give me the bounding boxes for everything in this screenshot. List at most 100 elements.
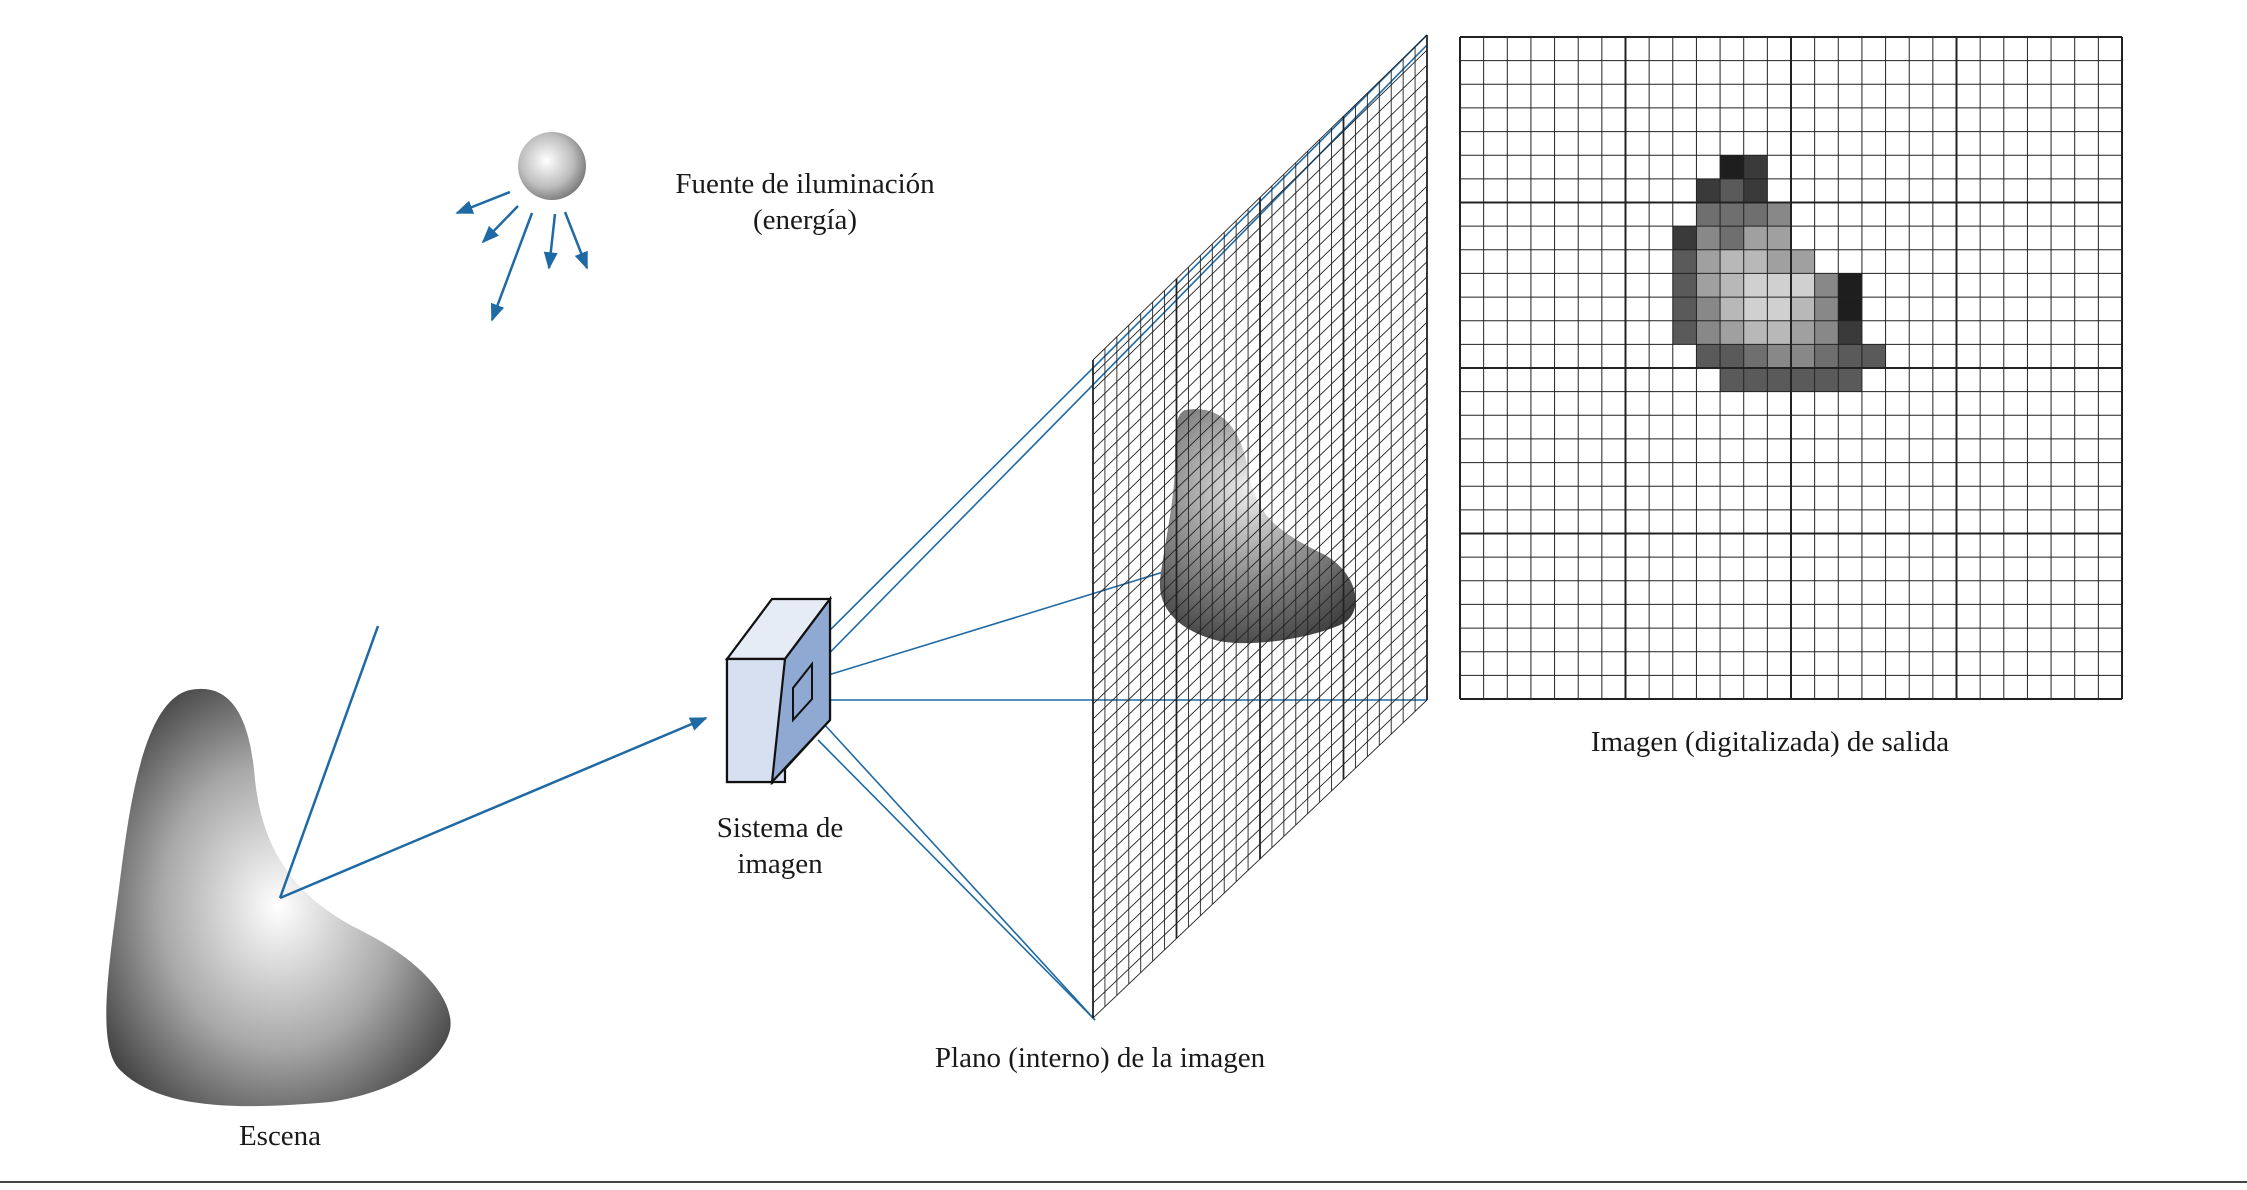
output-pixel <box>1743 320 1768 345</box>
output-pixel <box>1767 368 1791 392</box>
output-pixel <box>1791 249 1815 274</box>
output-pixel <box>1767 297 1791 321</box>
plane-grid-line <box>1092 34 1428 361</box>
plane-grid-line <box>1092 593 1428 914</box>
scene-object <box>106 625 708 1107</box>
output-pixel <box>1743 368 1768 392</box>
output-pixel <box>1720 273 1744 298</box>
light-rays <box>455 190 589 322</box>
image-plane-label: Plano (interno) de la imagen <box>934 1042 1266 1074</box>
light-source <box>455 132 589 322</box>
plane-grid-line <box>1092 110 1428 436</box>
plane-grid-line <box>1092 412 1428 735</box>
output-pixel <box>1814 297 1839 321</box>
output-pixel <box>1791 273 1815 298</box>
plane-grid-line <box>1092 669 1428 989</box>
output-pixel <box>1696 202 1721 227</box>
plane-grid-line <box>1092 276 1428 600</box>
output-pixel <box>1696 297 1721 321</box>
imaging-system-label: Sistema de imagen <box>716 812 844 880</box>
output-pixel <box>1767 320 1791 345</box>
plane-grid-line <box>1092 49 1428 376</box>
output-pixel <box>1743 297 1768 321</box>
output-pixel <box>1743 202 1768 227</box>
output-pixel <box>1696 249 1721 274</box>
output-pixel <box>1814 320 1839 345</box>
plane-grid-line <box>1092 291 1428 615</box>
reflected-ray <box>279 716 708 900</box>
light-source-label: Fuente de iluminación (energía) <box>675 168 935 236</box>
plane-grid-line <box>1092 578 1428 899</box>
output-pixel <box>1720 249 1744 274</box>
output-pixel <box>1791 368 1815 392</box>
output-pixel <box>1838 344 1862 368</box>
output-pixel <box>1720 202 1744 227</box>
plane-grid-line <box>1092 382 1428 705</box>
output-pixel <box>1672 249 1697 274</box>
plane-grid-line <box>1092 427 1428 750</box>
output-pixel <box>1838 297 1862 321</box>
plane-grid-line <box>1092 503 1428 824</box>
output-pixel <box>1743 155 1768 179</box>
output-pixel <box>1720 297 1744 321</box>
output-pixel <box>1767 344 1791 368</box>
output-pixel <box>1696 273 1721 298</box>
plane-grid-line <box>1092 261 1428 585</box>
output-pixel <box>1743 249 1768 274</box>
image-plane-grid <box>1092 34 1428 1019</box>
scene-label: Escena <box>238 1120 322 1152</box>
plane-grid-line <box>1092 95 1428 421</box>
output-pixel <box>1861 344 1886 368</box>
output-pixel <box>1672 297 1697 321</box>
output-pixel <box>1720 178 1744 203</box>
output-pixel <box>1720 344 1744 368</box>
plane-grid-line <box>1092 472 1428 795</box>
plane-grid-line <box>1092 125 1428 451</box>
output-pixel <box>1838 368 1862 392</box>
plane-grid-line <box>1092 397 1428 720</box>
output-pixel <box>1720 155 1744 179</box>
plane-grid-line <box>1092 216 1428 540</box>
plane-grid-line <box>1092 518 1428 839</box>
output-pixel <box>1791 344 1815 368</box>
output-pixel <box>1814 368 1839 392</box>
plane-grid-line <box>1092 80 1428 406</box>
output-pixel <box>1696 320 1721 345</box>
plane-grid-line <box>1092 306 1428 630</box>
output-pixel <box>1791 320 1815 345</box>
output-pixel <box>1696 178 1721 203</box>
output-pixel <box>1720 368 1744 392</box>
output-pixel <box>1767 226 1791 250</box>
plane-grid-line <box>1092 185 1428 510</box>
plane-grid-line <box>1092 367 1428 690</box>
output-pixel <box>1672 226 1697 250</box>
output-pixel <box>1696 344 1721 368</box>
plane-grid-line <box>1092 533 1428 854</box>
plane-grid-line <box>1092 699 1428 1019</box>
output-digital-image <box>1459 36 2123 700</box>
plane-grid-line <box>1092 563 1428 884</box>
image-plane <box>1092 34 1428 1019</box>
output-pixel <box>1720 226 1744 250</box>
plane-grid-line <box>1092 624 1428 944</box>
plane-grid-line <box>1092 200 1428 525</box>
imaging-system-icon <box>724 595 833 786</box>
plane-grid-line <box>1092 246 1428 570</box>
output-image-label: Imagen (digitalizada) de salida <box>1590 726 1950 758</box>
plane-grid-line <box>1092 684 1428 1004</box>
plane-grid-line <box>1092 170 1428 495</box>
output-pixel <box>1767 202 1791 227</box>
plane-grid-line <box>1092 548 1428 869</box>
plane-grid-line <box>1092 639 1428 959</box>
output-pixel <box>1767 249 1791 274</box>
plane-grid-line <box>1092 488 1428 809</box>
plane-grid-line <box>1092 321 1428 645</box>
plane-grid-line <box>1092 64 1428 391</box>
output-pixel <box>1767 273 1791 298</box>
plane-grid-line <box>1092 654 1428 974</box>
plane-grid-line <box>1092 352 1428 675</box>
plane-grid-line <box>1092 457 1428 780</box>
output-pixel <box>1696 226 1721 250</box>
